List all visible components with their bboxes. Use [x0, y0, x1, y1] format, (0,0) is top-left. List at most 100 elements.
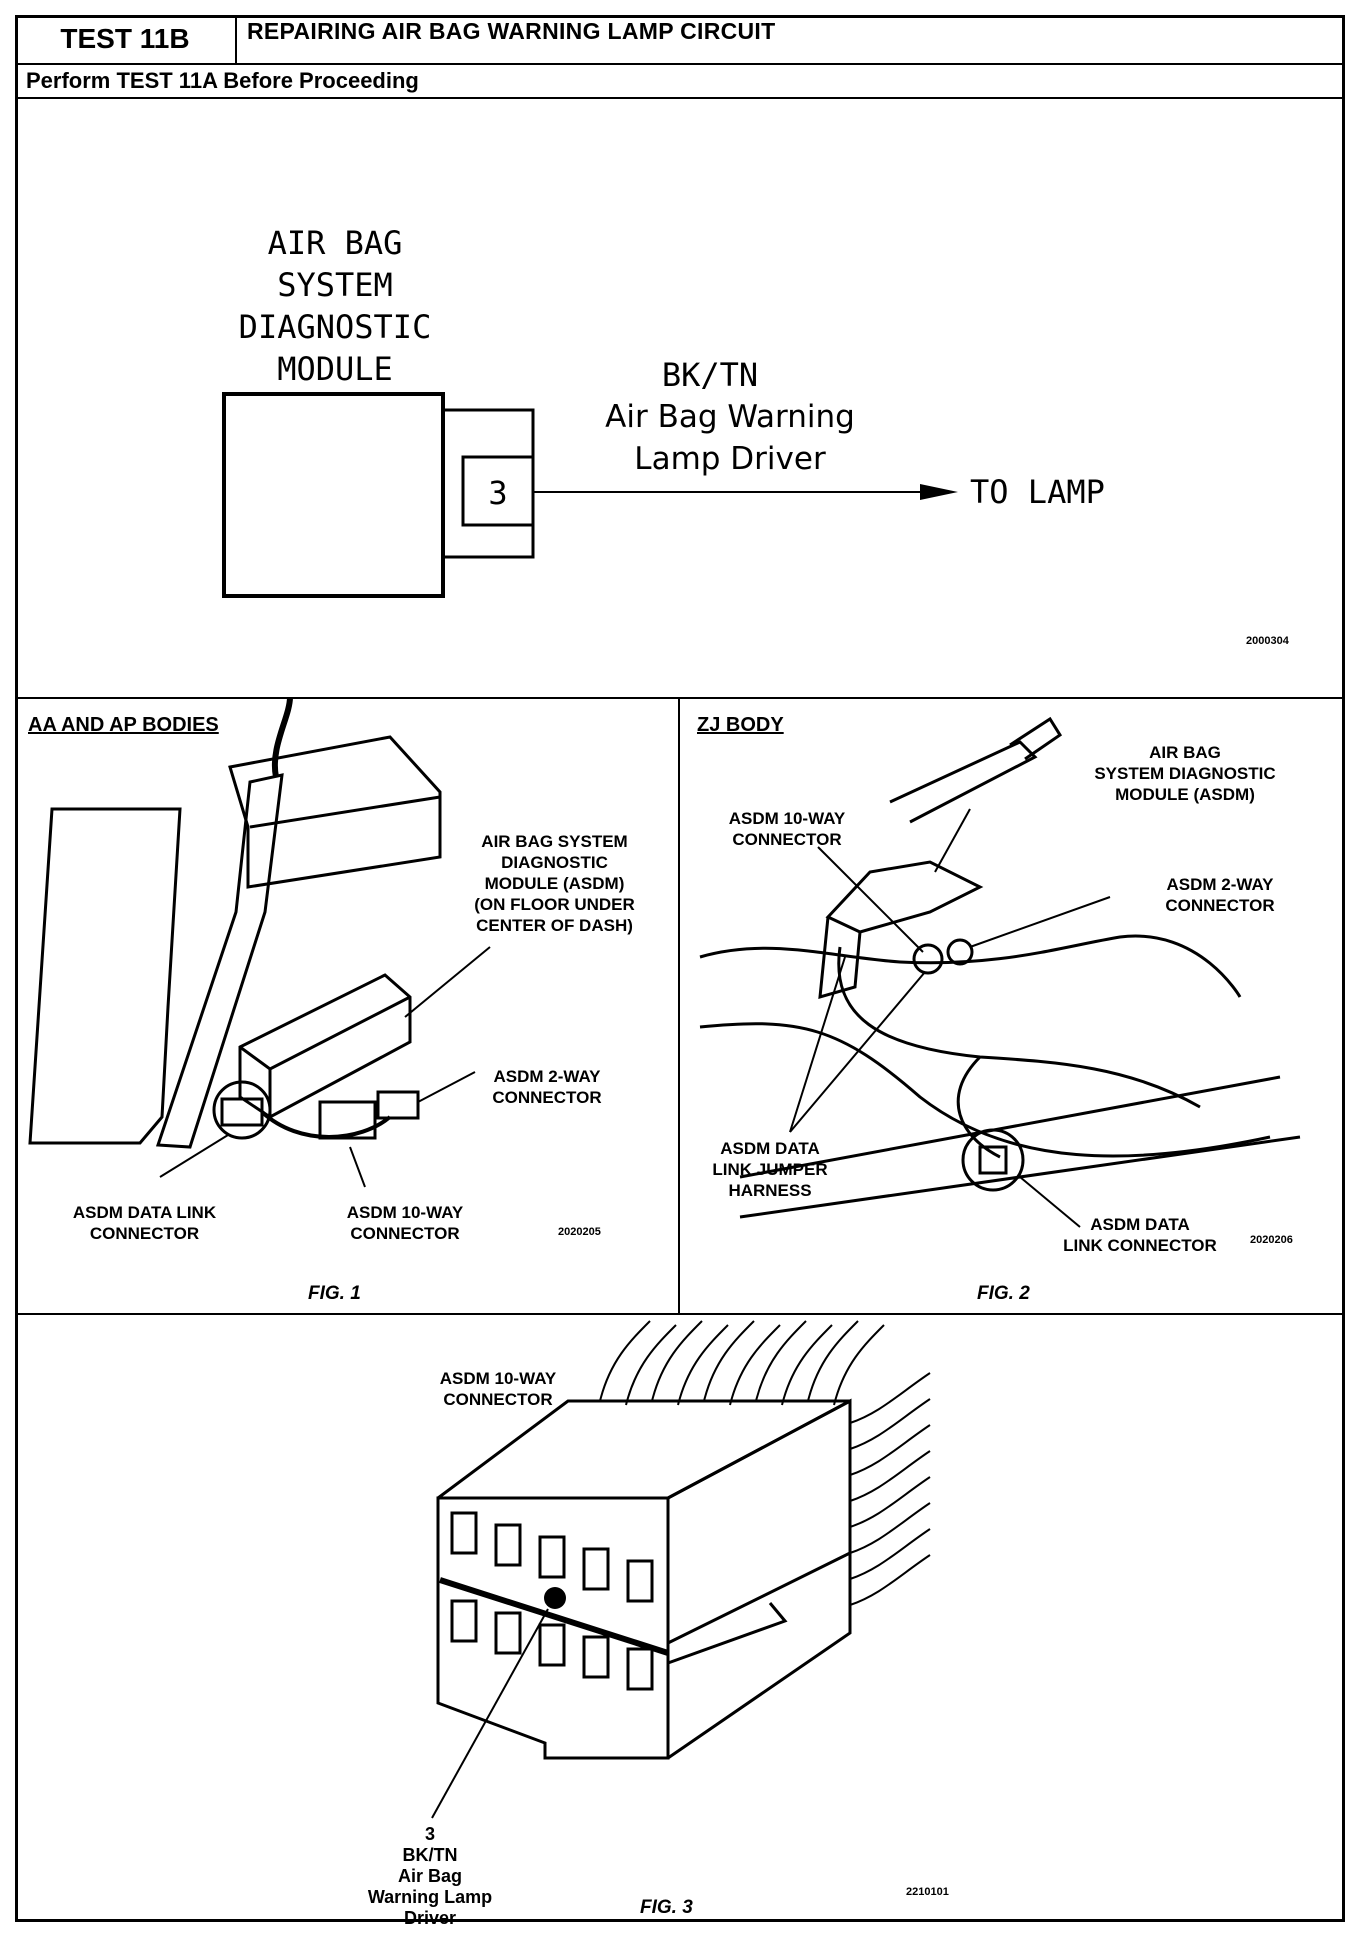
cavity — [582, 1635, 610, 1679]
dash-panel — [28, 807, 182, 1145]
fig3-illustration — [431, 1320, 931, 1819]
figure-code: 2020206 — [1250, 1234, 1293, 1246]
cavity — [450, 1599, 478, 1643]
wire-description-line: Air Bag Warning — [605, 399, 855, 435]
label-line: SYSTEM DIAGNOSTIC — [1094, 764, 1276, 783]
fig2-two-way-label: ASDM 2-WAY CONNECTOR — [1145, 874, 1295, 916]
wire — [677, 1324, 729, 1406]
wire — [703, 1320, 755, 1402]
label-line: AIR BAG SYSTEM — [481, 832, 628, 851]
ten-way-connector — [318, 1100, 377, 1140]
wire-bundle — [599, 1320, 931, 1606]
cavity — [582, 1547, 610, 1591]
data-link-connector — [220, 1097, 264, 1127]
label-line: MODULE (ASDM) — [484, 874, 625, 893]
leader-line — [417, 1071, 476, 1103]
fig2-ten-way-label: ASDM 10-WAY CONNECTOR — [712, 808, 862, 850]
pin-number: 3 — [424, 1824, 435, 1844]
fig1-ten-way-label: ASDM 10-WAY CONNECTOR — [325, 1202, 485, 1244]
page-title: REPAIRING AIR BAG WARNING LAMP CIRCUIT — [247, 18, 776, 44]
wire — [849, 1450, 931, 1502]
fig1-illustration — [28, 696, 491, 1188]
wire — [781, 1324, 833, 1406]
wire — [849, 1424, 931, 1476]
cavity — [494, 1523, 522, 1567]
label-line: ASDM DATA — [1090, 1215, 1190, 1234]
asdm-module — [825, 860, 984, 934]
leader-line — [349, 1146, 366, 1188]
wire-color: BK/TN — [661, 356, 759, 394]
trim-line — [249, 795, 441, 829]
label-line: CONNECTOR — [732, 830, 842, 849]
label-line: ASDM 10-WAY — [728, 809, 846, 828]
leader-line — [431, 1608, 549, 1819]
label-line: DIAGNOSTIC — [501, 853, 608, 872]
harness-branch — [956, 1055, 1001, 1159]
to-lamp-label: TO LAMP — [970, 473, 1105, 511]
fig2-data-link-label: ASDM DATA LINK CONNECTOR — [1040, 1214, 1240, 1256]
two-way-connector — [946, 938, 974, 966]
cavity — [494, 1611, 522, 1655]
jumper-harness — [837, 946, 1201, 1109]
fig2-caption: FIG. 2 — [977, 1283, 1030, 1304]
floor-edge — [739, 1075, 1281, 1179]
label-line: Driver — [403, 1908, 457, 1928]
pin-number: 3 — [488, 474, 508, 512]
fig2-jumper-label: ASDM DATA LINK JUMPER HARNESS — [695, 1138, 845, 1201]
module-label-line: AIR BAG — [267, 224, 403, 262]
module-label: AIR BAG SYSTEM DIAGNOSTIC MODULE — [200, 222, 470, 390]
divider — [15, 697, 1345, 699]
leader-line — [817, 846, 924, 953]
fig3-caption: FIG. 3 — [640, 1897, 693, 1918]
connector-top — [437, 1399, 851, 1500]
label-line: AIR BAG — [1149, 743, 1221, 762]
page-frame — [15, 15, 1345, 1922]
fig2-module-label: AIR BAG SYSTEM DIAGNOSTIC MODULE (ASDM) — [1060, 742, 1310, 805]
divider — [678, 697, 680, 1313]
fig1-caption: FIG. 1 — [308, 1283, 361, 1304]
center-rib — [439, 1577, 669, 1656]
fig1-module-label: AIR BAG SYSTEM DIAGNOSTIC MODULE (ASDM) … — [452, 831, 657, 936]
leader-line — [934, 808, 971, 873]
prerequisite-note: Perform TEST 11A Before Proceeding — [26, 68, 419, 93]
label-line: ASDM 10-WAY — [346, 1203, 464, 1222]
steering-column — [889, 740, 1038, 824]
figure-code: 2000304 — [1246, 635, 1289, 647]
wire — [849, 1398, 931, 1450]
label-line: LINK CONNECTOR — [1063, 1236, 1217, 1255]
module-box — [222, 392, 445, 598]
wire-description: Air Bag Warning Lamp Driver — [550, 396, 910, 480]
dash-trim — [228, 735, 442, 889]
label-line: ASDM DATA — [720, 1139, 820, 1158]
label-line: BK/TN — [402, 1845, 458, 1865]
module-label-line: MODULE — [277, 350, 393, 388]
wire — [599, 1320, 651, 1402]
cavity — [626, 1559, 654, 1603]
cavity — [450, 1511, 478, 1555]
label-line: ASDM 2-WAY — [493, 1067, 601, 1086]
callout-circle — [961, 1128, 1025, 1192]
wire — [651, 1320, 703, 1402]
leader-line — [404, 946, 491, 1018]
wire — [849, 1502, 931, 1554]
wire — [849, 1372, 931, 1424]
wire — [849, 1528, 931, 1580]
connector-side — [667, 1398, 852, 1760]
fig2-heading: ZJ BODY — [697, 714, 784, 736]
label-line: CENTER OF DASH) — [476, 916, 633, 935]
leader-line — [789, 956, 846, 1133]
locking-tab — [667, 1602, 788, 1665]
column-cover — [1009, 716, 1063, 761]
figure-code: 2020205 — [558, 1226, 601, 1238]
wiring — [260, 1110, 392, 1139]
wire — [625, 1324, 677, 1406]
label-line: MODULE (ASDM) — [1115, 785, 1255, 804]
label-line: CONNECTOR — [1165, 896, 1275, 915]
fig1-two-way-label: ASDM 2-WAY CONNECTOR — [472, 1066, 622, 1108]
label-line: ASDM DATA LINK — [72, 1203, 217, 1222]
cable — [271, 696, 293, 778]
arrow-icon — [920, 484, 958, 500]
callout-circle — [212, 1080, 272, 1140]
test-id: TEST 11B — [15, 15, 237, 63]
wire — [849, 1554, 931, 1606]
